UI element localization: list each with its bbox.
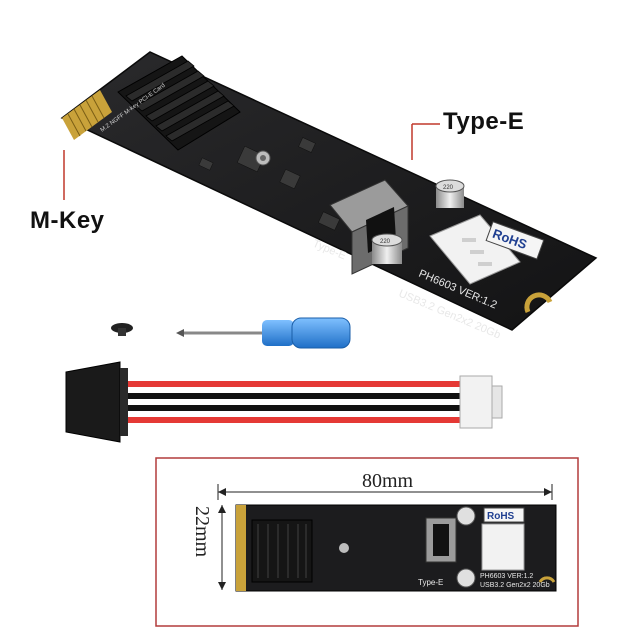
power-connector	[429, 214, 521, 285]
capacitor: 220	[371, 233, 403, 264]
inset-rohs: RoHS	[487, 511, 515, 522]
mount-notch	[524, 292, 553, 314]
type-e-callout-label: Type-E	[443, 108, 525, 135]
sata-connector	[65, 361, 121, 443]
jst-connector	[459, 375, 493, 429]
screw-icon	[111, 323, 133, 336]
inset-model-text: PH6603 VER:1.2	[480, 573, 533, 580]
inset-heatsink	[251, 519, 313, 583]
m-key-callout-label: M-Key	[30, 207, 105, 234]
gold-fingers	[62, 90, 112, 140]
svg-text:220: 220	[380, 239, 391, 245]
heatsink	[117, 55, 241, 151]
length-dimension-label: 80mm	[362, 470, 414, 492]
inset-spec-text: USB3.2 Gen2x2 20Gb	[480, 582, 550, 589]
rohs-sticker	[485, 221, 545, 260]
inset-silk-type-e: Type-E	[418, 578, 443, 587]
capacitor: 220	[435, 179, 465, 208]
sata-power-cable	[65, 361, 503, 443]
width-dimension-label: 22mm	[191, 505, 214, 558]
svg-text:220: 220	[443, 185, 454, 191]
dimension-inset: RoHS Type-E PH6603 VER:1.2 USB3.2 Gen2x2…	[155, 457, 579, 627]
screwdriver-icon	[176, 317, 351, 349]
m2-adapter-board: 220 220 RoHS Type-E PH6603 VER:1.2 USB3.…	[60, 51, 598, 342]
